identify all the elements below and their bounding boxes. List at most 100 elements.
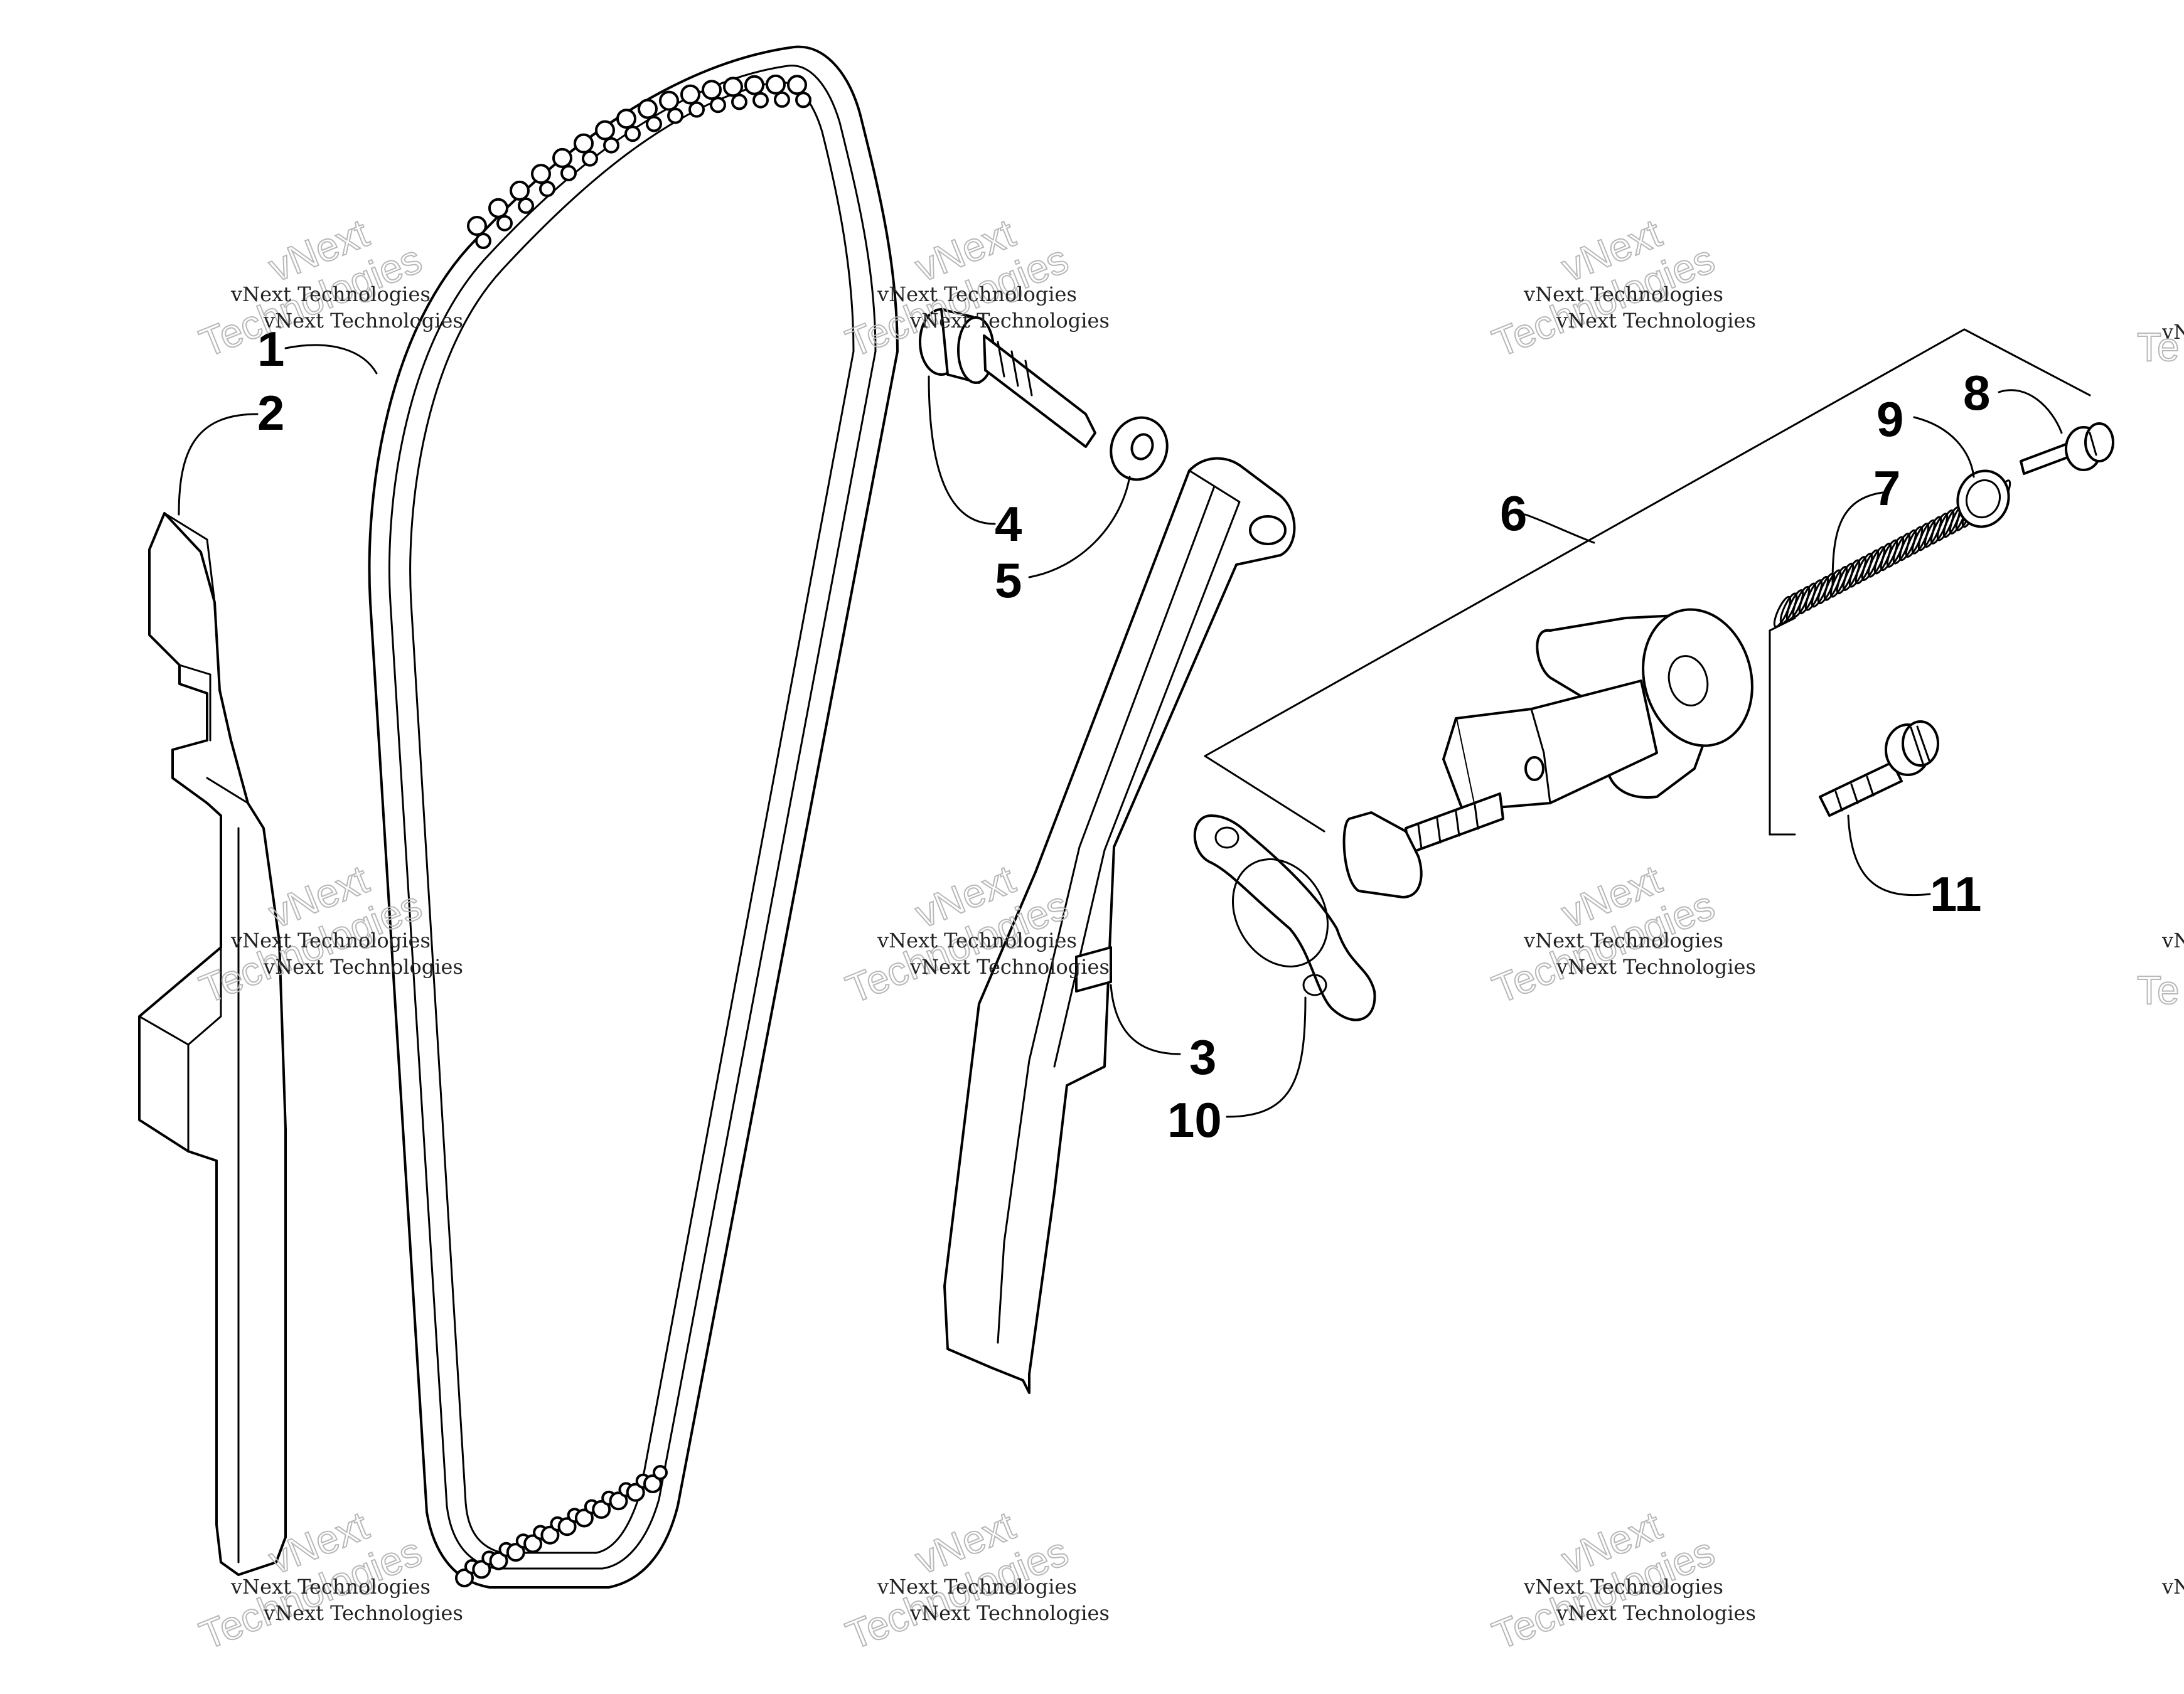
watermark-r3c2: vNext Technologies vNext Technologies vN… <box>839 1502 1110 1659</box>
chain-link <box>680 84 700 105</box>
chain-link <box>787 75 807 95</box>
chain-link <box>455 1569 474 1587</box>
callout-4: 4 <box>995 496 1022 551</box>
chain-link-pin <box>560 164 577 181</box>
callout-11: 11 <box>1930 866 1981 922</box>
chain-link <box>557 1517 577 1537</box>
chain-link <box>744 75 764 95</box>
leader-10 <box>1226 996 1307 1118</box>
svg-text:Te: Te <box>2137 967 2180 1013</box>
chain-link <box>616 109 636 129</box>
chain-link-pin <box>518 197 534 214</box>
chain-link <box>574 1508 594 1528</box>
svg-text:vN: vN <box>2161 320 2184 344</box>
chain-link <box>659 90 679 111</box>
leader-6 <box>1524 513 1595 544</box>
chain-links-bottom <box>455 1465 668 1587</box>
washer-part-5 <box>1110 416 1169 481</box>
chain-link-pin <box>795 92 811 109</box>
chain-link-pin <box>624 125 641 142</box>
callout-1: 1 <box>257 321 284 376</box>
chain-link-pin <box>752 92 769 109</box>
chain-link <box>574 133 594 154</box>
chain-link-pin <box>603 137 619 154</box>
callout-5: 5 <box>995 553 1022 608</box>
leader-4 <box>928 375 996 525</box>
svg-text:vNext Technologies: vNext Technologies <box>877 1575 1077 1599</box>
chain-guide-part-2 <box>138 512 287 1576</box>
chain-link-pin <box>688 101 705 118</box>
assembly-outline-6 <box>1204 328 2091 836</box>
watermark-r1c3: vNext Technologies vNext Technologies vN… <box>1485 210 1756 366</box>
chain-link <box>723 77 743 97</box>
svg-text:vNext Technologies: vNext Technologies <box>1556 1601 1756 1625</box>
leader-9 <box>1913 416 1975 478</box>
chain-link <box>643 1474 662 1493</box>
chain-link <box>540 1525 560 1545</box>
svg-text:vNext Technologies: vNext Technologies <box>909 309 1110 333</box>
chain-link <box>552 147 572 168</box>
svg-text:vNext Technologies: vNext Technologies <box>230 929 431 952</box>
svg-text:vNext Technologies: vNext Technologies <box>1523 1575 1723 1599</box>
chain-links-top <box>467 74 811 249</box>
callout-9: 9 <box>1876 392 1903 447</box>
svg-text:vNext Technologies: vNext Technologies <box>263 309 463 333</box>
svg-text:vNext Technologies: vNext Technologies <box>1556 309 1756 333</box>
svg-text:vNext Technologies: vNext Technologies <box>909 955 1110 979</box>
chain-link-pin <box>667 107 683 124</box>
chain-link <box>592 1500 611 1519</box>
callout-7: 7 <box>1873 461 1900 516</box>
chain-link <box>510 180 530 201</box>
o-ring-part-9 <box>1956 469 2010 528</box>
callout-6: 6 <box>1500 486 1527 541</box>
chain-link-pin <box>710 97 726 114</box>
tensioner-assembly-part-6 <box>1342 608 1753 898</box>
svg-text:vNext Technologies: vNext Technologies <box>877 282 1077 306</box>
chain-link <box>488 198 508 218</box>
svg-text:vN: vN <box>2161 929 2184 952</box>
chain-link <box>638 99 658 119</box>
chain-link-pin <box>539 181 555 198</box>
svg-text:vNext Technologies: vNext Technologies <box>909 1601 1110 1625</box>
leader-2 <box>178 413 259 516</box>
watermark-r3c3: vNext Technologies vNext Technologies vN… <box>1485 1502 1756 1659</box>
chain-link <box>609 1491 628 1511</box>
chain-link <box>523 1534 543 1553</box>
leader-8 <box>1998 389 2063 434</box>
chain-link-pin <box>653 1465 668 1480</box>
svg-text:vNext Technologies: vNext Technologies <box>877 929 1077 952</box>
leader-lines <box>178 344 2063 1118</box>
chain-link-pin <box>646 115 662 132</box>
chain-link <box>531 164 551 184</box>
callout-8: 8 <box>1963 365 1990 420</box>
leader-7 <box>1831 491 1884 585</box>
chain-link-pin <box>475 233 491 249</box>
chain-link <box>489 1551 508 1570</box>
watermark-r2c3: vNext Technologies vNext Technologies vN… <box>1485 856 1756 1013</box>
chain-link <box>626 1483 645 1502</box>
svg-text:vN: vN <box>2161 1575 2184 1599</box>
leader-11 <box>1847 814 1931 897</box>
svg-text:Te: Te <box>2137 324 2180 370</box>
bolt-part-4 <box>919 308 1096 448</box>
tensioner-guide-part-3 <box>943 457 1296 1394</box>
cam-chain-part-1 <box>368 45 899 1589</box>
chain-link <box>467 216 487 236</box>
svg-text:vNext Technologies: vNext Technologies <box>263 1601 463 1625</box>
leader-5 <box>1028 476 1131 578</box>
svg-text:vNext Technologies: vNext Technologies <box>1556 955 1756 979</box>
callout-3: 3 <box>1189 1030 1216 1085</box>
leader-1 <box>284 344 378 375</box>
svg-text:vNext Technologies: vNext Technologies <box>1523 929 1723 952</box>
svg-text:vNext Technologies: vNext Technologies <box>1523 282 1723 306</box>
chain-link-pin <box>582 150 598 167</box>
gasket-part-10 <box>1193 814 1376 1021</box>
callout-10: 10 <box>1167 1092 1222 1148</box>
svg-text:vNext Technologies: vNext Technologies <box>230 1575 431 1599</box>
callout-numbers: 1 2 3 4 5 6 7 8 9 10 11 <box>257 321 1990 1148</box>
chain-link-pin <box>496 215 513 232</box>
chain-link <box>702 80 722 100</box>
plug-bolt-part-8 <box>2020 422 2114 475</box>
chain-link-pin <box>774 91 790 108</box>
svg-text:vNext Technologies: vNext Technologies <box>230 282 431 306</box>
